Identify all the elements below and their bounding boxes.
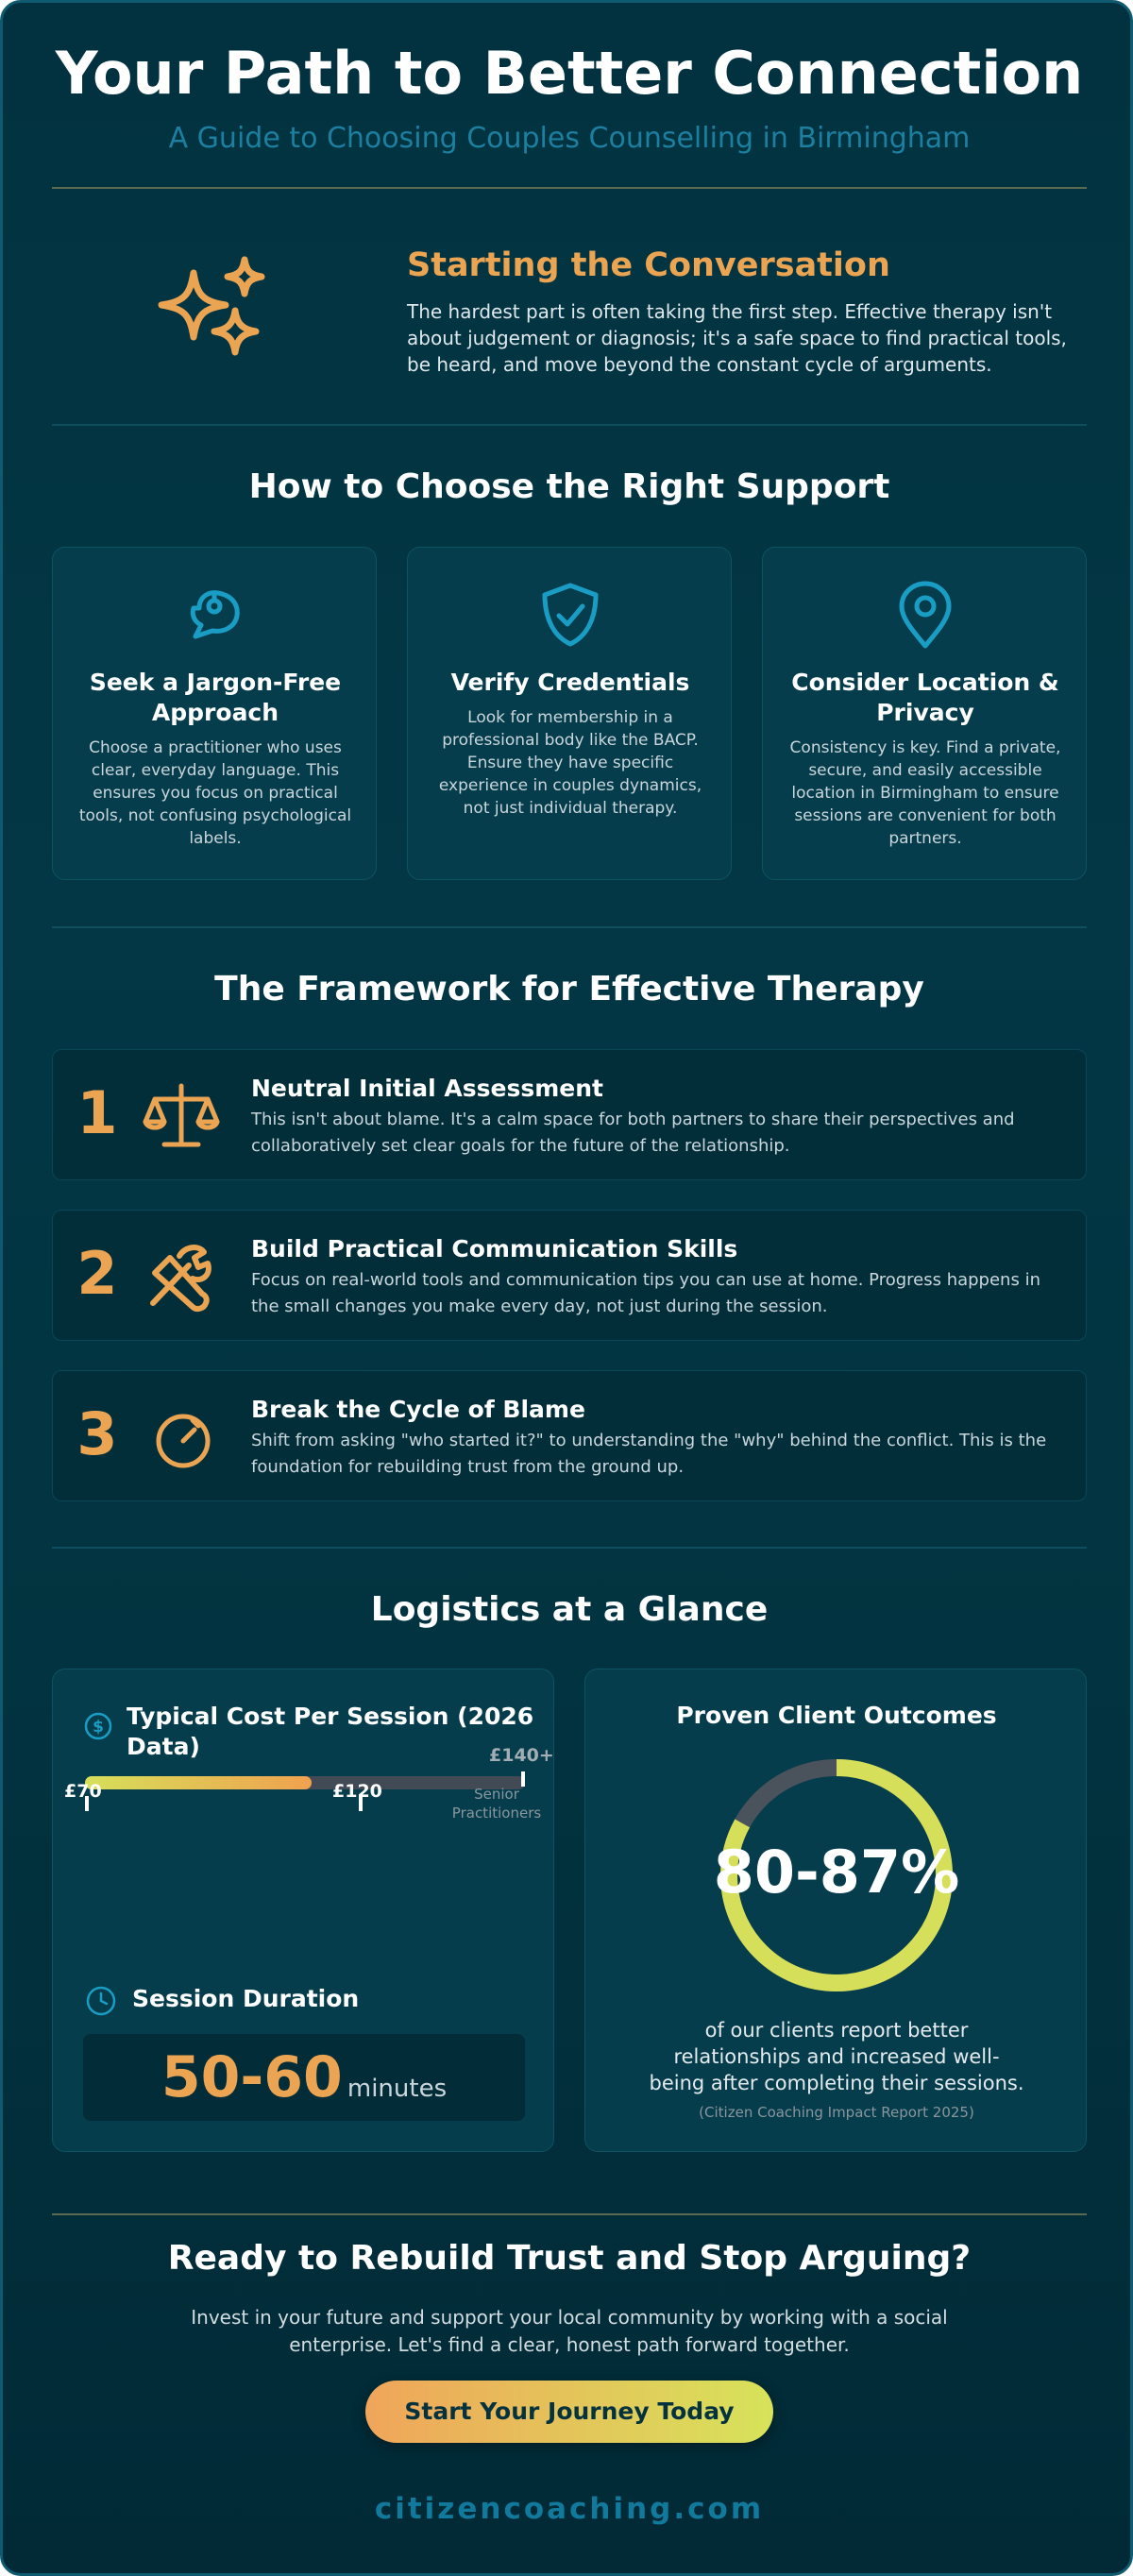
cost-tick-max: [521, 1771, 525, 1787]
step-number: 3: [76, 1399, 118, 1468]
svg-text:$: $: [93, 1718, 104, 1737]
cost-max-label: £140+: [489, 1745, 554, 1766]
support-card-text: Consistency is key. Find a private, secu…: [789, 738, 1061, 848]
support-card-credentials: Verify Credentials Look for membership i…: [407, 547, 732, 880]
start-journey-button[interactable]: Start Your Journey Today: [365, 2381, 773, 2443]
framework-step: 3 Break the Cycle of Blame Shift from as…: [52, 1370, 1087, 1501]
clock-icon: [86, 1986, 116, 2016]
speech-bubble-icon: [190, 590, 240, 639]
framework-step: 1 Neutral Initial Assessment This isn't …: [52, 1049, 1087, 1180]
cta-text: Invest in your future and support your l…: [191, 2306, 948, 2356]
intro-text: The hardest part is often taking the fir…: [407, 300, 1067, 376]
outcomes-donut-chart: [720, 1759, 953, 1991]
tools-icon: [150, 1245, 211, 1313]
step-text: Focus on real-world tools and communicat…: [251, 1270, 1040, 1316]
duration-box: 50-60 minutes: [83, 2034, 525, 2121]
outcomes-title: Proven Client Outcomes: [676, 1702, 997, 1729]
step-text: Shift from asking "who started it?" to u…: [251, 1431, 1047, 1477]
dollar-coin-icon: $: [84, 1712, 112, 1740]
compass-icon: [156, 1414, 211, 1468]
cta-title: Ready to Rebuild Trust and Stop Arguing?: [167, 2239, 972, 2278]
cost-duration-panel: $ Typical Cost Per Session (2026 Data) £…: [52, 1669, 554, 2152]
divider: [52, 1547, 1087, 1549]
divider: [52, 187, 1087, 189]
step-number: 1: [76, 1078, 118, 1147]
intro-title: Starting the Conversation: [407, 246, 890, 284]
step-title: Break the Cycle of Blame: [251, 1396, 585, 1423]
support-card-text: Look for membership in a professional bo…: [438, 708, 702, 818]
outcomes-panel: Proven Client Outcomes 80-87% of our cli…: [584, 1669, 1087, 2152]
logistics-section-title: Logistics at a Glance: [370, 1590, 769, 1629]
divider: [52, 926, 1087, 928]
page-subtitle: A Guide to Choosing Couples Counselling …: [168, 122, 971, 155]
step-title: Build Practical Communication Skills: [251, 1235, 738, 1263]
outcomes-text: of our clients report better relationshi…: [649, 2019, 1024, 2094]
sparkles-icon: [158, 256, 265, 356]
cost-max-note: Senior Practitioners: [451, 1786, 542, 1822]
cost-tick-min: [85, 1796, 89, 1811]
step-text: This isn't about blame. It's a calm spac…: [251, 1110, 1015, 1156]
divider: [52, 2213, 1087, 2215]
map-pin-icon: [899, 581, 952, 649]
step-number: 2: [76, 1239, 118, 1308]
duration-unit: minutes: [347, 2075, 448, 2103]
donut-fill: [720, 1759, 953, 1991]
support-card-title: Consider Location & Privacy: [791, 669, 1059, 726]
page-title: Your Path to Better Connection: [55, 39, 1084, 108]
support-card-title: Seek a Jargon-Free Approach: [89, 669, 342, 726]
duration-value: 50-60: [161, 2044, 343, 2110]
cost-mid-label: £120: [332, 1781, 382, 1802]
cost-title: Typical Cost Per Session (2026 Data): [127, 1703, 534, 1760]
cost-tick-mid: [359, 1796, 363, 1811]
cost-min-label: £70: [64, 1781, 102, 1802]
outcomes-value: 80-87%: [713, 1838, 960, 1907]
support-card-title: Verify Credentials: [450, 669, 690, 696]
step-title: Neutral Initial Assessment: [251, 1075, 604, 1102]
support-section-title: How to Choose the Right Support: [248, 467, 890, 506]
framework-section-title: The Framework for Effective Therapy: [214, 970, 924, 1008]
cost-range-bar: [85, 1776, 525, 1789]
framework-step: 2 Build Practical Communication Skills F…: [52, 1210, 1087, 1341]
divider: [52, 424, 1087, 426]
scales-icon: [143, 1083, 220, 1147]
duration-title: Session Duration: [132, 1985, 360, 2012]
shield-check-icon: [542, 583, 599, 647]
footer-website[interactable]: citizencoaching.com: [374, 2492, 765, 2526]
support-card-text: Choose a practitioner who uses clear, ev…: [78, 738, 352, 848]
outcomes-source: (Citizen Coaching Impact Report 2025): [699, 2104, 974, 2121]
cost-range-fill: [85, 1776, 312, 1789]
support-card-location: Consider Location & Privacy Consistency …: [762, 547, 1087, 880]
support-card-jargon-free: Seek a Jargon-Free Approach Choose a pra…: [52, 547, 377, 880]
